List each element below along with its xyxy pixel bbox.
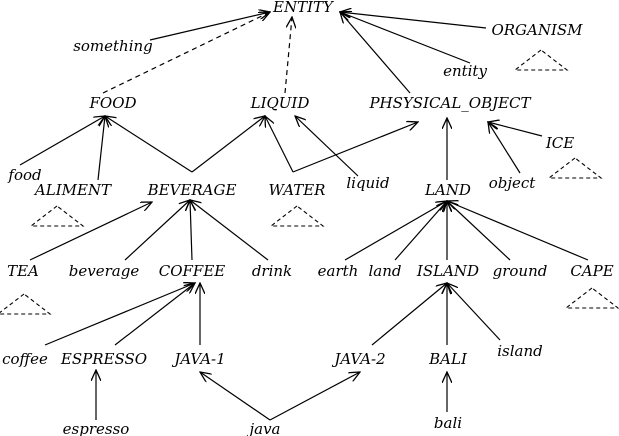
node-food-lower: food	[7, 166, 41, 184]
edge-tea-to-beverage	[29, 202, 152, 261]
node-espresso-upper: ESPRESSO	[60, 350, 147, 368]
node-cape: CAPE	[570, 262, 613, 280]
node-java-2: JAVA-2	[331, 350, 385, 368]
edge-java-to-java_2	[269, 372, 360, 421]
edge-liquid-to-entity	[284, 17, 292, 94]
edge-layer	[19, 12, 589, 421]
edge-beverage-to-beverage	[124, 200, 190, 261]
node-beverage-upper: BEVERAGE	[147, 181, 237, 199]
edge-java_2-to-island	[371, 283, 447, 346]
node-island-upper: ISLAND	[416, 262, 479, 280]
node-espresso-lower: espresso	[63, 420, 130, 436]
node-food-upper: FOOD	[88, 94, 136, 112]
edge-island-to-island	[447, 283, 501, 341]
node-java-1: JAVA-1	[171, 350, 225, 368]
edge-cape-to-land	[447, 201, 589, 261]
collapsed-subtree-layer	[0, 49, 619, 315]
node-bali-upper: BALI	[428, 350, 468, 368]
node-coffee-upper: COFFEE	[159, 262, 226, 280]
collapsed-subtree-cape	[564, 287, 619, 309]
node-earth: earth	[318, 262, 359, 280]
collapsed-subtree-organism	[513, 49, 569, 71]
node-liquid-upper: LIQUID	[250, 94, 310, 112]
edge-phsysical_object-to-entity	[340, 12, 411, 94]
node-entity-lower: entity	[443, 62, 487, 80]
collapsed-subtree-water	[269, 205, 325, 227]
collapsed-subtree-tea	[0, 293, 52, 315]
edge-coffee-to-beverage	[190, 200, 192, 261]
node-tea: TEA	[7, 262, 39, 280]
node-object: object	[489, 174, 537, 192]
edge-java-to-java_1	[200, 372, 271, 421]
node-physical-object: PHSYSICAL_OBJECT	[368, 94, 531, 112]
node-land-lower: land	[368, 262, 401, 280]
edge-coffee-to-coffee	[44, 283, 195, 346]
edge-espresso-to-coffee	[114, 283, 195, 346]
node-water: WATER	[269, 181, 326, 199]
edge-ice-to-phsysical_object	[488, 122, 543, 137]
node-island-lower: island	[497, 342, 543, 360]
edge-ground-to-land	[447, 201, 511, 261]
edge-food-to-entity	[102, 12, 270, 94]
edge-object-to-phsysical_object	[488, 122, 521, 174]
edge-drink-to-beverage	[190, 200, 269, 261]
edge-food-to-food	[19, 116, 105, 166]
node-java-lower: java	[246, 420, 280, 436]
node-something: something	[73, 37, 153, 55]
edge-beverage-to-liquid	[191, 116, 265, 173]
edge-water-to-phsysical_object	[292, 122, 418, 173]
node-coffee-lower: coffee	[2, 350, 48, 368]
node-ice: ICE	[545, 134, 574, 152]
edge-beverage-to-food	[105, 116, 193, 173]
collapsed-subtree-ice	[547, 157, 603, 179]
node-liquid-lower: liquid	[346, 174, 389, 192]
edge-land-to-land	[394, 201, 447, 261]
node-organism: ORGANISM	[491, 21, 583, 39]
node-ground: ground	[493, 262, 548, 280]
node-bali-lower: bali	[434, 414, 462, 432]
edge-organism-to-entity	[340, 12, 487, 29]
node-entity-upper: ENTITY	[272, 0, 335, 16]
edge-aliment-to-food	[97, 116, 105, 181]
edge-earth-to-land	[344, 201, 447, 261]
edge-something-to-entity	[149, 12, 270, 41]
edge-liquid-to-liquid	[295, 116, 359, 177]
node-drink: drink	[252, 262, 292, 280]
collapsed-subtree-aliment	[29, 205, 85, 227]
node-land-upper: LAND	[424, 181, 471, 199]
edge-entity-to-entity	[340, 12, 471, 64]
node-beverage-lower: beverage	[69, 262, 140, 280]
node-aliment: ALIMENT	[33, 181, 112, 199]
edge-water-to-liquid	[265, 116, 294, 173]
